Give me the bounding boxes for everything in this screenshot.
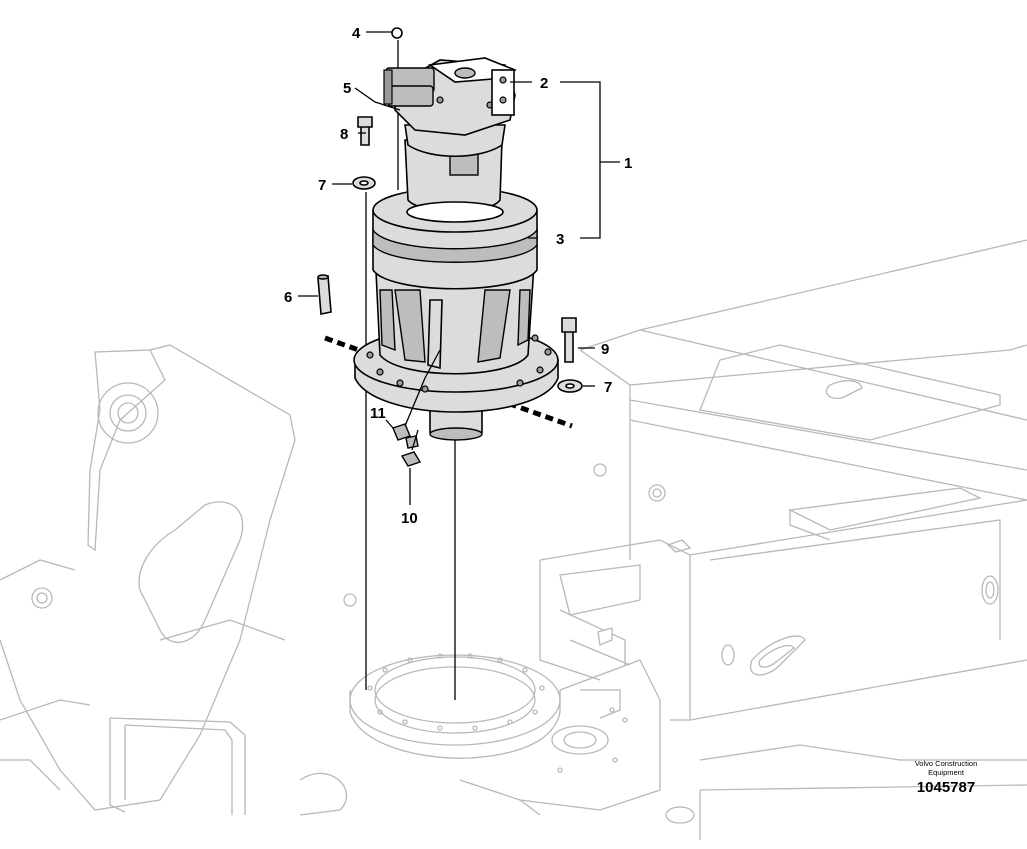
callout-8: 8 (340, 126, 348, 143)
bolt-9 (561, 317, 577, 363)
eyelet-4 (391, 27, 403, 39)
bolt-8 (357, 116, 373, 146)
manufacturer-reference: Volvo Construction Equipment 1045787 (896, 759, 996, 796)
callout-1: 1 (624, 155, 632, 172)
background-machine-frame (0, 239, 1027, 840)
brand-line-1: Volvo Construction (914, 759, 978, 768)
callout-10: 10 (401, 510, 418, 527)
callout-7-right: 7 (604, 379, 612, 396)
callout-leaders (298, 31, 620, 505)
callout-5: 5 (343, 80, 351, 97)
brand-line-2: Equipment (928, 768, 964, 777)
illustration-number: 1045787 (916, 779, 976, 796)
dowel-pin-6 (317, 275, 332, 315)
callout-6: 6 (284, 289, 292, 306)
callout-2: 2 (540, 75, 548, 92)
swing-gearbox-assembly (353, 57, 559, 441)
clamp-10 (400, 451, 422, 467)
fastener-parts (317, 27, 583, 467)
clamp-11 (392, 423, 411, 441)
callout-labels: 4 5 2 1 3 8 7 6 9 7 11 10 (284, 25, 632, 527)
callout-9: 9 (601, 341, 609, 358)
callout-7-left: 7 (318, 177, 326, 194)
callout-3: 3 (556, 231, 564, 248)
callout-11: 11 (370, 405, 386, 422)
callout-4: 4 (352, 25, 361, 42)
